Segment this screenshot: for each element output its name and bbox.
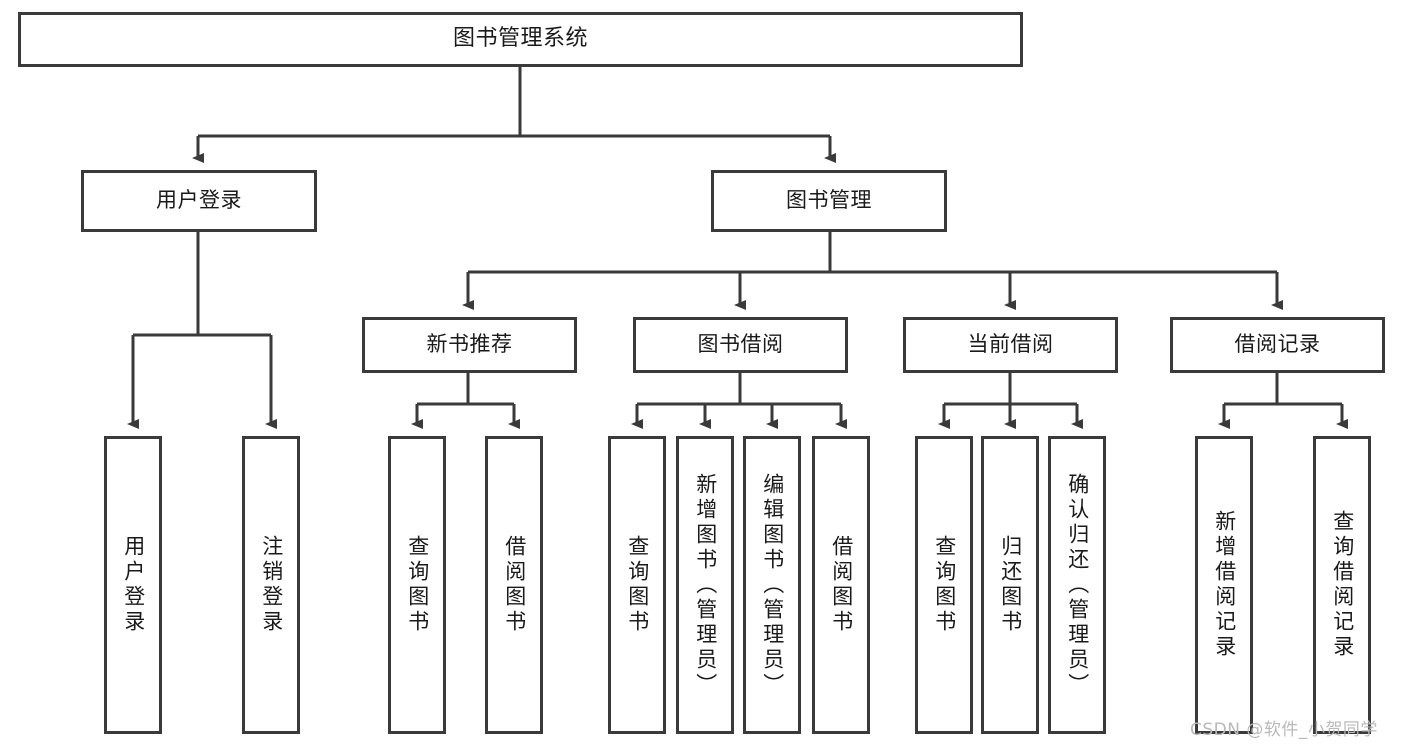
leaf-node[interactable]: 借阅图书 [485,436,543,734]
node-book-management-system[interactable]: 图书管理系统 [18,12,1023,67]
leaf-node[interactable]: 借阅图书 [812,436,870,734]
leaf-node[interactable]: 查询借阅记录 [1313,436,1371,734]
node-book-management[interactable]: 图书管理 [711,170,947,232]
leaf-node[interactable]: 查询图书 [388,436,446,734]
node-label: 新增图书（管理员） [693,472,718,698]
node-label: 新书推荐 [426,332,513,357]
node-label: 查询图书 [932,535,957,635]
node-label: 用户登录 [121,535,146,635]
node-label: 图书管理系统 [452,26,588,52]
node-label: 查询借阅记录 [1330,510,1355,660]
node-label: 借阅图书 [502,535,527,635]
leaf-node[interactable]: 查询图书 [608,436,666,734]
leaf-node[interactable]: 归还图书 [981,436,1039,734]
leaf-node[interactable]: 用户登录 [104,436,162,734]
leaf-node[interactable]: 查询图书 [915,436,973,734]
node-label: 确认归还（管理员） [1065,472,1090,698]
node-label: 用户登录 [156,188,242,213]
node-label: 归还图书 [998,535,1023,635]
leaf-node[interactable]: 新增借阅记录 [1195,436,1253,734]
node-user-login[interactable]: 用户登录 [81,170,317,232]
node-label: 借阅记录 [1234,332,1321,357]
node-current-borrow[interactable]: 当前借阅 [903,317,1118,373]
node-label: 查询图书 [405,535,430,635]
node-label: 图书管理 [786,188,872,213]
node-label: 注销登录 [259,535,284,635]
node-new-book-recommend[interactable]: 新书推荐 [362,317,577,373]
leaf-node[interactable]: 新增图书（管理员） [676,436,734,734]
leaf-node[interactable]: 注销登录 [242,436,300,734]
leaf-node[interactable]: 确认归还（管理员） [1048,436,1106,734]
node-label: 编辑图书（管理员） [760,472,785,698]
node-label: 新增借阅记录 [1212,510,1237,660]
watermark-text: CSDN @软件_小贺同学 [1190,720,1378,740]
node-label: 当前借阅 [967,332,1054,357]
node-label: 借阅图书 [829,535,854,635]
node-book-borrow[interactable]: 图书借阅 [633,317,848,373]
node-label: 查询图书 [625,535,650,635]
leaf-node[interactable]: 编辑图书（管理员） [743,436,801,734]
node-label: 图书借阅 [697,332,784,357]
node-borrow-record[interactable]: 借阅记录 [1170,317,1385,373]
